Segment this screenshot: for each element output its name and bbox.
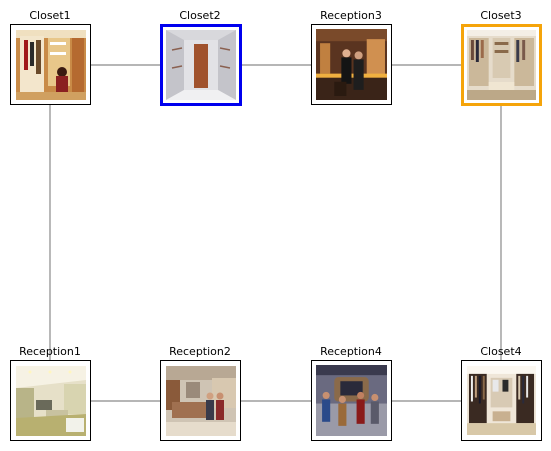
node-label: Reception3: [320, 9, 382, 22]
closet-thumbnail: [467, 366, 536, 435]
node-label: Reception1: [19, 345, 81, 358]
node-label: Closet1: [29, 9, 71, 22]
node-label: Reception2: [169, 345, 231, 358]
node-label: Closet4: [480, 345, 522, 358]
node-label: Closet2: [179, 9, 221, 22]
reception-thumbnail: [166, 366, 236, 436]
closet-thumbnail: [467, 30, 536, 100]
node-label: Reception4: [320, 345, 382, 358]
closet-thumbnail: [166, 30, 236, 100]
reception-thumbnail: [16, 366, 86, 436]
node-label: Closet3: [480, 9, 522, 22]
reception-thumbnail: [316, 29, 387, 100]
closet-thumbnail: [16, 30, 86, 100]
reception-thumbnail: [316, 365, 387, 436]
